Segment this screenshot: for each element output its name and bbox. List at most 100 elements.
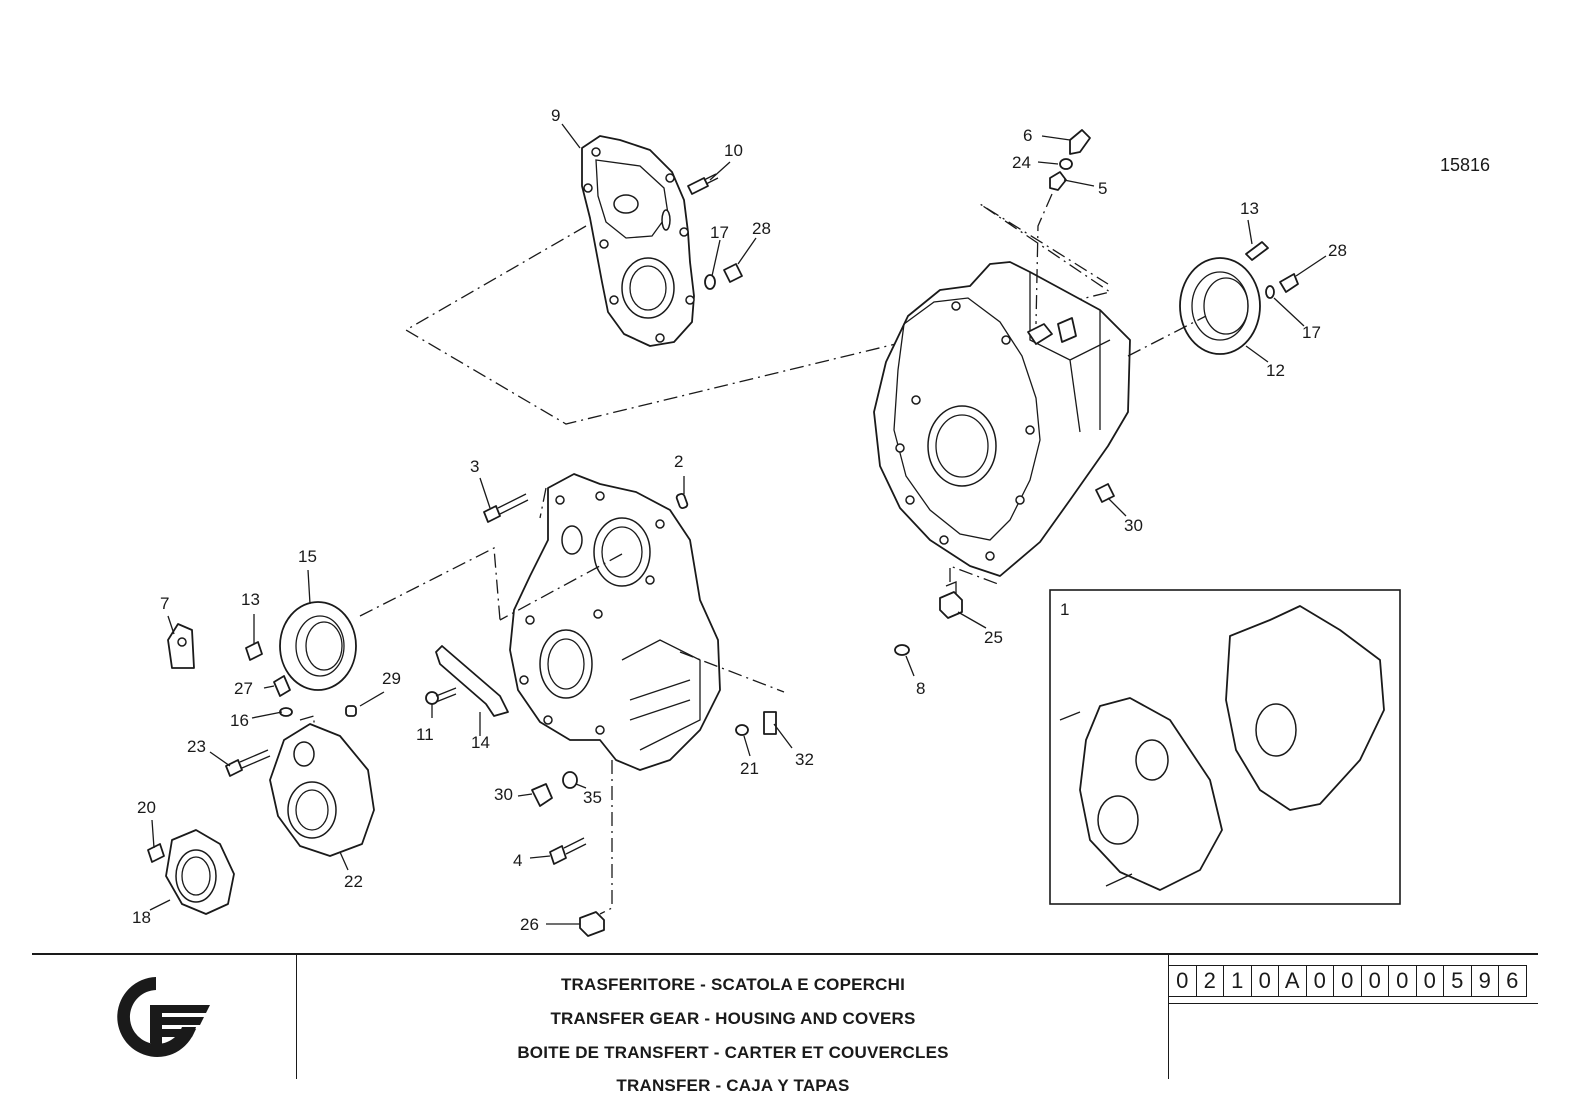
label-part-7: 7 <box>160 594 169 613</box>
part-9-cover <box>581 135 695 347</box>
part-28-plug <box>723 263 743 283</box>
code-digit: 0 <box>1168 965 1196 997</box>
part-20-screw <box>147 843 165 863</box>
part-14-bracket <box>435 645 509 717</box>
code-digit: 0 <box>1250 965 1278 997</box>
label-part-13: 13 <box>1240 199 1259 218</box>
part-32-plate <box>763 711 777 735</box>
part-30-plug-center <box>531 783 553 807</box>
transfer-housing <box>509 473 721 771</box>
part-1-assembly-inset <box>1049 589 1401 905</box>
label-part-35: 35 <box>583 788 602 807</box>
title-block: TRASFERITORE - SCATOLA E COPERCHI TRANSF… <box>32 953 1538 1095</box>
label-part-17: 17 <box>710 223 729 242</box>
leader-lines <box>149 123 1327 925</box>
label-part-27: 27 <box>234 679 253 698</box>
label-part-25: 25 <box>984 628 1003 647</box>
title-french: BOITE DE TRANSFERT - CARTER ET COUVERCLE… <box>517 1043 949 1062</box>
part-35-washer <box>562 771 578 789</box>
label-part-9: 9 <box>551 106 560 125</box>
part-7-plate <box>167 623 195 669</box>
label-part-30-right: 30 <box>1124 516 1143 535</box>
label-part-13-left: 13 <box>241 590 260 609</box>
label-part-32: 32 <box>795 750 814 769</box>
label-part-24: 24 <box>1012 153 1031 172</box>
label-part-23: 23 <box>187 737 206 756</box>
part-30-plug-right <box>1095 483 1115 503</box>
code-digit: 1 <box>1223 965 1251 997</box>
part-5-fitting <box>1049 171 1067 191</box>
bell-housing <box>873 261 1131 577</box>
sheet-number: 15816 <box>1440 155 1491 175</box>
axis-line-drain <box>949 565 999 585</box>
label-part-17-right: 17 <box>1302 323 1321 342</box>
label-part-10: 10 <box>724 141 743 160</box>
part-18-cover <box>165 829 235 915</box>
label-part-30: 30 <box>494 785 513 804</box>
axis-line-fittings <box>1035 193 1053 325</box>
label-part-21: 21 <box>740 759 759 778</box>
title-english: TRANSFER GEAR - HOUSING AND COVERS <box>550 1009 916 1028</box>
label-part-6: 6 <box>1023 126 1032 145</box>
code-divider <box>1168 1003 1538 1004</box>
label-part-2: 2 <box>674 452 683 471</box>
axis-line-center <box>359 487 785 693</box>
label-part-14: 14 <box>471 733 490 752</box>
part-24-washer <box>1059 158 1073 170</box>
part-22-cover <box>269 723 375 857</box>
axis-line-drain-center <box>599 760 613 915</box>
label-part-11: 11 <box>416 725 434 744</box>
drawing-code: 0 2 1 0 A 0 0 0 0 0 5 9 6 <box>1168 965 1527 997</box>
code-digit: 0 <box>1415 965 1443 997</box>
code-digit: 2 <box>1195 965 1223 997</box>
title-italian: TRASFERITORE - SCATOLA E COPERCHI <box>560 975 906 994</box>
part-13-screw <box>1245 241 1269 261</box>
part-13-screw-left <box>245 641 263 661</box>
manufacturer-logo-icon <box>117 977 210 1057</box>
exploded-view-diagram: 9 10 17 28 6 24 5 13 28 17 12 3 2 30 15 … <box>132 106 1401 937</box>
title-lines: TRASFERITORE - SCATOLA E COPERCHI TRANSF… <box>298 955 1169 1095</box>
part-8-ring <box>894 644 910 656</box>
label-part-5: 5 <box>1098 179 1107 198</box>
part-29-pin <box>345 705 357 717</box>
part-10-bolt <box>687 173 719 195</box>
axis-line-left <box>299 715 315 726</box>
part-23-bolt <box>225 749 271 777</box>
part-25-plug <box>939 581 963 619</box>
label-part-16: 16 <box>230 711 249 730</box>
label-part-18: 18 <box>132 908 151 927</box>
code-digit: 5 <box>1443 965 1471 997</box>
code-digit: 6 <box>1498 965 1527 997</box>
code-digit: 0 <box>1360 965 1388 997</box>
label-part-26: 26 <box>520 915 539 934</box>
part-3-bolt <box>483 493 529 523</box>
part-12-seal-ring <box>1179 257 1261 355</box>
label-part-20: 20 <box>137 798 156 817</box>
code-digit: 9 <box>1470 965 1498 997</box>
part-11-screw <box>425 687 457 705</box>
code-digit: 0 <box>1333 965 1361 997</box>
part-26-plug <box>579 911 605 937</box>
part-27-fitting <box>273 675 291 697</box>
part-28-plug-right <box>1279 273 1299 293</box>
part-17-washer-right <box>1265 285 1275 299</box>
code-digit: 0 <box>1388 965 1416 997</box>
code-digit: 0 <box>1305 965 1333 997</box>
label-part-28: 28 <box>752 219 771 238</box>
part-4-screw <box>549 837 587 865</box>
label-part-28-right: 28 <box>1328 241 1347 260</box>
logo-cell <box>32 955 297 1079</box>
part-6-fitting <box>1069 129 1091 155</box>
part-15-seal-ring <box>279 601 357 691</box>
label-part-1: 1 <box>1060 600 1069 619</box>
label-part-8: 8 <box>916 679 925 698</box>
label-part-4: 4 <box>513 851 522 870</box>
code-digit: A <box>1278 965 1306 997</box>
part-21-pin <box>735 724 749 736</box>
label-part-12: 12 <box>1266 361 1285 380</box>
label-part-3: 3 <box>470 457 479 476</box>
label-part-29: 29 <box>382 669 401 688</box>
label-part-22: 22 <box>344 872 363 891</box>
label-part-15: 15 <box>298 547 317 566</box>
title-spanish: TRANSFER - CAJA Y TAPAS <box>616 1076 850 1095</box>
